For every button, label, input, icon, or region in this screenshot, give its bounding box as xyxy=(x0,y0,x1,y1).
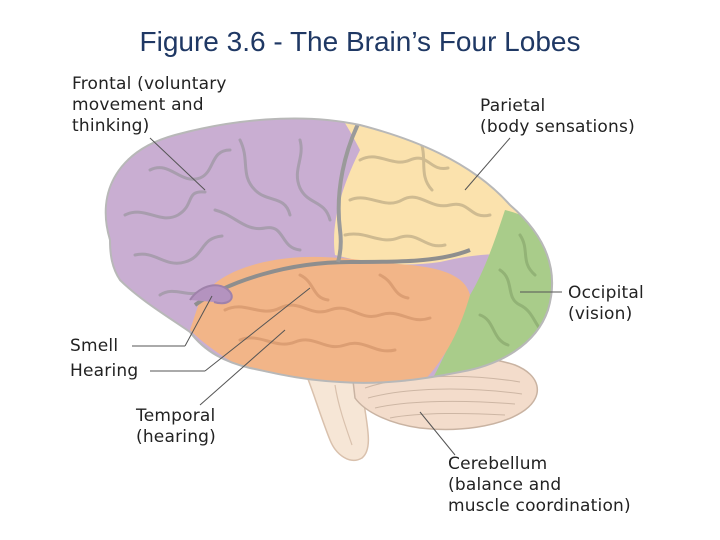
frontal-leader-line xyxy=(149,137,206,191)
temporal-leader-line xyxy=(199,329,286,406)
hearing-label: Hearing xyxy=(70,361,139,381)
parietal-label: Parietal (body sensations) xyxy=(480,96,635,137)
frontal-label: Frontal (voluntary movement and thinking… xyxy=(72,74,227,136)
parietal-leader-line xyxy=(464,137,511,191)
cerebellum-label: Cerebellum (balance and muscle coordinat… xyxy=(448,454,631,516)
occipital-label: Occipital (vision) xyxy=(568,283,644,324)
temporal-lobe-region xyxy=(190,256,470,383)
cerebellum-leader-line xyxy=(419,411,456,456)
smell-label: Smell xyxy=(70,336,119,356)
figure-title: Figure 3.6 - The Brain’s Four Lobes xyxy=(139,26,581,57)
smell-leader-line-diagonal xyxy=(184,295,213,347)
occipital-lobe-region xyxy=(420,210,553,383)
hearing-leader-line-diagonal xyxy=(204,287,311,372)
temporal-label: Temporal (hearing) xyxy=(136,406,216,447)
